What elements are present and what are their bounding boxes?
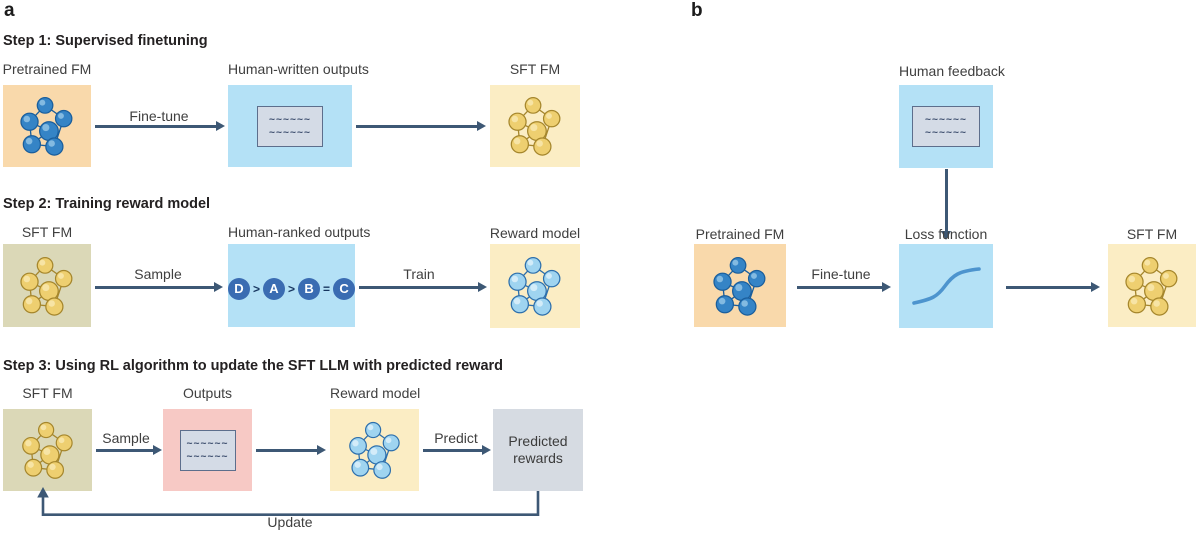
sample-arrow-label: Sample xyxy=(102,430,150,446)
pretrained-fm-label: Pretrained FM xyxy=(2,61,92,77)
sample-arrow xyxy=(95,286,214,289)
pretrained-fm-label: Pretrained FM xyxy=(695,226,785,242)
sft-fm-label: SFT FM xyxy=(22,385,73,401)
rank-circle-d: D xyxy=(227,277,250,300)
document-icon: ~~~~~~ ~~~~~~ xyxy=(179,429,236,471)
network-icon xyxy=(20,257,72,315)
panel-a-label: a xyxy=(4,0,15,21)
sample-arrow xyxy=(96,449,153,452)
reward-model-label: Reward model xyxy=(330,385,421,401)
sft-fm-box xyxy=(490,85,580,167)
doc-squiggle-line: ~~~~~~ xyxy=(268,126,312,138)
reward-model-box xyxy=(490,244,580,328)
doc-squiggle-line: ~~~~~~ xyxy=(924,127,968,138)
train-arrow-label: Train xyxy=(403,266,435,282)
panel-b-label: b xyxy=(691,0,703,21)
network-icon xyxy=(508,97,560,156)
sft-fm-label: SFT FM xyxy=(509,61,561,77)
step1-title: Step 1: Supervised finetuning xyxy=(3,33,208,49)
rank-circle-a: A xyxy=(263,277,285,300)
loss-function-box xyxy=(899,244,993,328)
step3-arrow xyxy=(256,449,317,452)
human-written-outputs-label: Human-written outputs xyxy=(228,61,369,77)
human-ranked-outputs-box: D > A > B = C xyxy=(227,244,356,327)
rank-op: > xyxy=(288,281,296,296)
network-icon xyxy=(508,257,560,316)
sample-arrow-label: Sample xyxy=(134,266,182,282)
train-arrow xyxy=(359,286,478,289)
outputs-box: ~~~~~~ ~~~~~~ xyxy=(163,409,252,491)
human-feedback-box: ~~~~~~ ~~~~~~ xyxy=(899,85,993,168)
step3-title: Step 3: Using RL algorithm to update the… xyxy=(3,358,504,374)
loss-curve-icon xyxy=(912,267,981,305)
panel-b-arrow xyxy=(1006,286,1091,289)
update-arrow-label: Update xyxy=(267,514,313,530)
sft-fm-label: SFT FM xyxy=(1126,226,1178,242)
ranking-icon: D > A > B = C xyxy=(227,277,356,300)
rank-circle-b: B xyxy=(298,277,321,300)
loss-function-label: Loss function xyxy=(904,226,988,242)
step1-arrow xyxy=(356,125,477,128)
doc-squiggle-line: ~~~~~~ xyxy=(924,114,968,125)
fine-tune-arrow-label: Fine-tune xyxy=(129,108,189,124)
sft-fm-box xyxy=(3,409,92,491)
network-icon xyxy=(1125,257,1177,315)
predicted-rewards-box: Predicted rewards xyxy=(493,409,583,491)
human-written-outputs-box: ~~~~~~ ~~~~~~ xyxy=(228,85,352,167)
network-icon xyxy=(349,422,399,479)
network-icon xyxy=(22,422,72,479)
rank-op: > xyxy=(252,281,260,296)
pretrained-fm-box xyxy=(694,244,786,327)
fine-tune-arrow xyxy=(797,286,882,289)
rank-op: = xyxy=(323,281,331,296)
fine-tune-arrow xyxy=(95,125,216,128)
step2-title: Step 2: Training reward model xyxy=(3,196,211,212)
human-feedback-label: Human feedback xyxy=(899,63,1005,79)
rank-circle-c: C xyxy=(333,277,356,300)
predict-arrow xyxy=(423,449,482,452)
document-icon: ~~~~~~ ~~~~~~ xyxy=(257,105,323,147)
document-icon: ~~~~~~ ~~~~~~ xyxy=(912,106,980,147)
update-arrow xyxy=(37,487,540,516)
predicted-rewards-label: Predicted rewards xyxy=(508,432,568,467)
pretrained-fm-box xyxy=(3,85,91,167)
network-icon xyxy=(713,257,765,315)
outputs-label: Outputs xyxy=(182,385,233,401)
doc-squiggle-line: ~~~~~~ xyxy=(268,113,312,125)
sft-fm-label: SFT FM xyxy=(21,224,73,240)
reward-model-label: Reward model xyxy=(489,225,581,241)
fine-tune-arrow-label: Fine-tune xyxy=(811,266,871,282)
doc-squiggle-line: ~~~~~~ xyxy=(186,437,229,449)
doc-squiggle-line: ~~~~~~ xyxy=(186,450,229,462)
reward-model-box xyxy=(330,409,419,491)
network-icon xyxy=(20,97,72,156)
sft-fm-box xyxy=(1108,244,1196,327)
human-ranked-outputs-label: Human-ranked outputs xyxy=(228,224,371,240)
feedback-down-arrow xyxy=(945,169,948,231)
predict-arrow-label: Predict xyxy=(434,430,478,446)
sft-fm-box xyxy=(3,244,91,327)
